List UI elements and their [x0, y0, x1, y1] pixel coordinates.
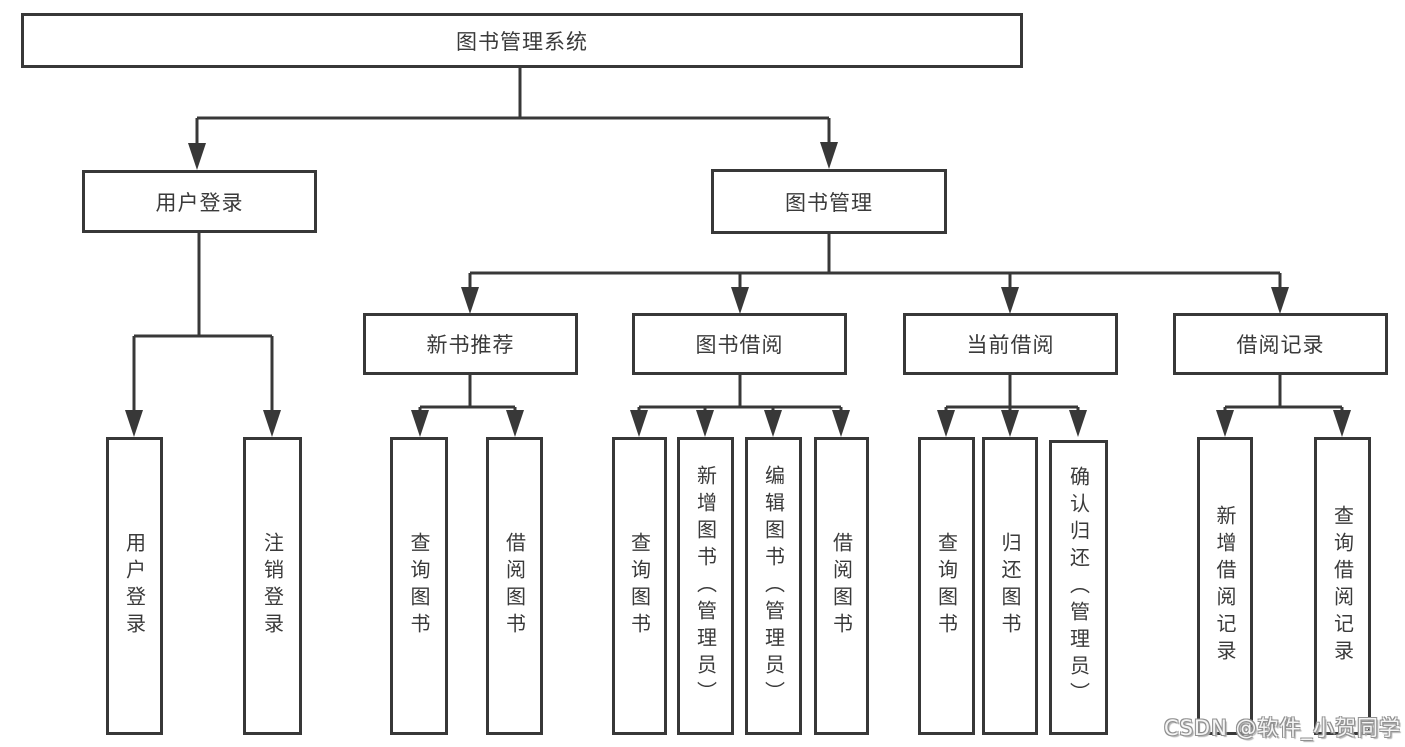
- leaf-label: 注销登录: [260, 532, 285, 640]
- csdn-watermark: CSDN @软件_小贺同学: [1163, 716, 1401, 740]
- arrowhead-icon: [1001, 287, 1019, 314]
- leaf-borrowing-edit-books-admin: 编辑图书（管理员）: [745, 437, 802, 735]
- leaf-label: 查询图书: [407, 532, 431, 640]
- leaf-borrowing-add-books-admin: 新增图书（管理员）: [677, 437, 734, 735]
- node-new-book-recommend: 新书推荐: [363, 313, 578, 375]
- arrowhead-icon: [1001, 410, 1019, 437]
- leaf-label: 编辑图书（管理员）: [761, 464, 786, 708]
- leaf-current-return-books: 归还图书: [982, 437, 1038, 735]
- leaf-label: 新增图书（管理员）: [693, 464, 718, 708]
- leaf-label: 确认归还（管理员）: [1066, 466, 1091, 709]
- leaf-label: 借阅图书: [502, 532, 527, 640]
- leaf-borrowing-query-books: 查询图书: [612, 437, 667, 735]
- leaf-records-add-record: 新增借阅记录: [1197, 437, 1253, 735]
- leaf-label: 查询借阅记录: [1330, 505, 1355, 667]
- leaf-records-query-record: 查询借阅记录: [1314, 437, 1371, 735]
- arrowhead-icon: [1069, 410, 1087, 437]
- arrowhead-icon: [731, 287, 749, 314]
- leaf-label: 归还图书: [998, 532, 1022, 640]
- leaf-label: 查询图书: [934, 532, 959, 640]
- leaf-label: 用户登录: [122, 532, 147, 640]
- node-root-title: 图书管理系统: [21, 13, 1023, 68]
- arrowhead-icon: [461, 287, 479, 314]
- leaf-current-query-books: 查询图书: [918, 437, 975, 735]
- leaf-user-login: 用户登录: [106, 437, 163, 735]
- arrowhead-icon: [764, 410, 782, 437]
- leaf-label: 借阅图书: [829, 532, 854, 640]
- arrowhead-icon: [696, 410, 714, 437]
- leaf-label: 新增借阅记录: [1213, 505, 1237, 667]
- arrowhead-icon: [411, 410, 429, 437]
- arrowhead-icon: [506, 410, 524, 437]
- leaf-recommend-borrow-books: 借阅图书: [486, 437, 543, 735]
- node-book-borrowing: 图书借阅: [632, 313, 847, 375]
- arrowhead-icon: [1271, 287, 1289, 314]
- arrowhead-icon: [937, 410, 955, 437]
- node-current-borrowing: 当前借阅: [903, 313, 1118, 375]
- arrowhead-icon: [1333, 410, 1351, 437]
- leaf-current-confirm-return-admin: 确认归还（管理员）: [1049, 440, 1108, 735]
- node-borrowing-records: 借阅记录: [1173, 313, 1388, 375]
- tree-edges: [132, 68, 1344, 412]
- arrowhead-icon: [630, 410, 648, 437]
- leaf-logout: 注销登录: [243, 437, 302, 735]
- leaf-label: 查询图书: [627, 532, 652, 640]
- arrowhead-icon: [263, 410, 281, 437]
- arrowhead-icon: [832, 410, 850, 437]
- node-user-login: 用户登录: [82, 170, 317, 233]
- arrowhead-icon: [125, 410, 143, 437]
- arrowhead-icon: [188, 143, 206, 170]
- leaf-borrowing-borrow-books: 借阅图书: [814, 437, 869, 735]
- node-book-management: 图书管理: [711, 169, 947, 234]
- leaf-recommend-query-books: 查询图书: [390, 437, 448, 735]
- arrowhead-icon: [820, 142, 838, 169]
- arrowhead-icon: [1216, 410, 1234, 437]
